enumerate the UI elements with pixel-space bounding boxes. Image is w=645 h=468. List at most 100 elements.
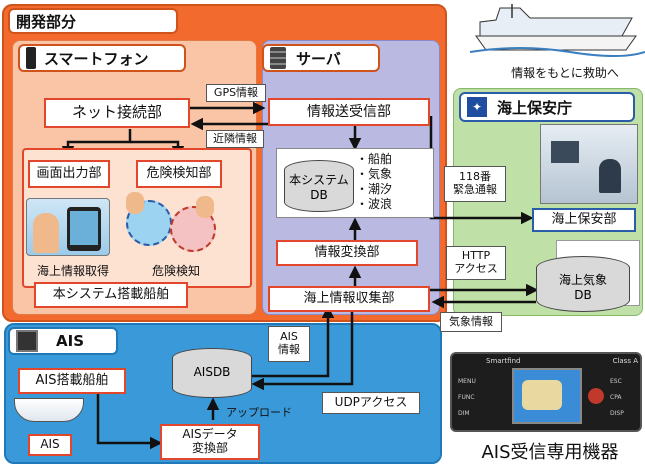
smartphone-device-icon <box>67 207 101 251</box>
db-item-wave: ・波浪 <box>356 197 393 211</box>
person-warning-icon-2 <box>196 196 214 218</box>
coast-guard-office-label: 海上保安部 <box>551 211 617 227</box>
http-access-label: HTTP アクセス <box>446 246 506 280</box>
udp-arrow <box>251 308 354 391</box>
device-btn-func: FUNC <box>458 394 475 401</box>
weather-info-text: 気象情報 <box>449 314 493 328</box>
device-knob <box>588 388 604 404</box>
marine-info-get-caption: 海上情報取得 <box>36 264 109 278</box>
development-title: 開発部分 <box>8 8 178 34</box>
ais-equipped-ship-label: AIS搭載船舶 <box>35 372 109 388</box>
screen-output-label: 画面出力部 <box>36 165 102 181</box>
device-screen <box>512 368 582 424</box>
marine-weather-db-cylinder: 海上気象 DB <box>536 256 630 312</box>
danger-detect-caption: 危険検知 <box>151 264 200 278</box>
danger-detect-unit-label: 危険検知部 <box>146 165 212 181</box>
ais-receiver-icon <box>16 330 38 352</box>
smartphone-title-text: スマートフォン <box>44 49 149 68</box>
udp-access-text: UDPアクセス <box>334 395 408 410</box>
emergency-line2: 緊急通報 <box>453 183 497 196</box>
device-map-land <box>522 380 562 410</box>
gps-info-label: GPS情報 <box>206 84 266 102</box>
http-line1: HTTP <box>461 249 491 263</box>
transceiver-unit: 情報送受信部 <box>268 98 430 126</box>
ship-to-converter-arrow <box>96 394 163 450</box>
development-title-text: 開発部分 <box>16 12 77 31</box>
emergency-line1: 118番 <box>459 170 491 184</box>
ais-title: AIS <box>8 327 118 355</box>
weather-info-label: 気象情報 <box>440 312 502 332</box>
ais-data-conv-line2: 変換部 <box>191 441 228 455</box>
onboard-ship-label-box: 本システム搭載船舶 <box>34 282 188 308</box>
ais-data-conv-line1: AISデータ <box>182 427 238 442</box>
ais-info-label: AIS 情報 <box>268 326 310 362</box>
neighbor-info-text: 近隣情報 <box>213 131 257 145</box>
http-line2: アクセス <box>454 262 498 275</box>
device-btn-menu: MENU <box>458 378 476 385</box>
device-btn-esc: ESC <box>610 378 622 385</box>
system-db-items: ・船舶 ・気象 ・潮汐 ・波浪 <box>356 152 426 212</box>
coast-guard-emblem-icon: ✦ <box>467 97 487 117</box>
marine-info-photo <box>26 198 110 256</box>
net-connection-unit: ネット接続部 <box>44 98 190 128</box>
ais-device-caption: AIS受信専用機器 <box>481 442 619 463</box>
emergency-call-label: 118番 緊急通報 <box>444 166 506 202</box>
server-rack-icon <box>270 47 286 69</box>
ais-label-box: AIS <box>28 434 72 456</box>
upload-label: アップロード <box>226 406 292 419</box>
ais-info-line1: AIS <box>280 330 298 344</box>
aisdb-label: AISDB <box>193 365 231 379</box>
transceiver-label: 情報送受信部 <box>307 103 391 120</box>
ais-label-text: AIS <box>40 437 60 452</box>
net-connection-label: ネット接続部 <box>71 103 162 122</box>
ais-data-converter-box: AISデータ 変換部 <box>160 424 260 460</box>
system-db-line2: DB <box>310 188 328 202</box>
db-item-tide: ・潮汐 <box>356 182 393 196</box>
ais-receiver-device: Smartfind Class A MENU FUNC DIM ESC CPA … <box>450 352 642 432</box>
server-title: サーバ <box>262 44 380 72</box>
rescue-ship-icon <box>469 4 645 57</box>
coast-guard-office-photo <box>540 124 638 204</box>
converter-label: 情報変換部 <box>314 244 380 260</box>
device-brand: Smartfind <box>486 357 521 365</box>
person-warning-icon <box>126 192 144 214</box>
coast-guard-title-text: 海上保安庁 <box>497 98 573 117</box>
collector-unit: 海上情報収集部 <box>268 286 430 312</box>
rescue-caption: 情報をもとに救助へ <box>511 66 619 80</box>
danger-detect-unit: 危険検知部 <box>136 160 222 188</box>
smartphone-screen <box>70 211 98 245</box>
system-db-line1: 本システム <box>289 173 349 187</box>
server-title-text: サーバ <box>296 49 341 68</box>
ais-info-arrow <box>250 305 335 378</box>
db-item-weather: ・気象 <box>356 167 393 181</box>
weather-db-line2: DB <box>574 288 592 302</box>
neighbor-info-label: 近隣情報 <box>206 130 264 148</box>
ais-info-line2: 情報 <box>278 343 300 356</box>
screen-output-unit: 画面出力部 <box>28 160 110 188</box>
operator-icon <box>599 159 621 193</box>
system-db-cylinder: 本システム DB <box>284 160 354 212</box>
collector-label: 海上情報収集部 <box>303 290 395 306</box>
device-btn-disp: DISP <box>610 410 624 417</box>
device-btn-cpa: CPA <box>610 394 622 401</box>
smartphone-title: スマートフォン <box>18 44 186 72</box>
ais-ship-icon <box>14 398 84 422</box>
coast-guard-title: ✦ 海上保安庁 <box>459 92 635 122</box>
coast-guard-office-box: 海上保安部 <box>532 208 636 232</box>
device-btn-dim: DIM <box>458 410 470 417</box>
weather-db-line1: 海上気象 <box>558 273 607 287</box>
udp-access-label: UDPアクセス <box>322 392 420 414</box>
ais-equipped-ship-box: AIS搭載船舶 <box>18 368 126 394</box>
person-icon <box>33 213 59 253</box>
phone-icon <box>26 47 36 69</box>
ais-title-text: AIS <box>56 332 84 350</box>
db-item-ship: ・船舶 <box>356 152 393 166</box>
monitor-icon <box>551 141 579 163</box>
gps-info-text: GPS情報 <box>213 85 259 99</box>
device-left-buttons: MENU FUNC DIM <box>458 374 498 422</box>
aisdb-cylinder: AISDB <box>172 348 252 398</box>
onboard-ship-label: 本システム搭載船舶 <box>52 286 170 302</box>
converter-unit: 情報変換部 <box>276 240 418 266</box>
device-class-label: Class A <box>612 357 638 365</box>
